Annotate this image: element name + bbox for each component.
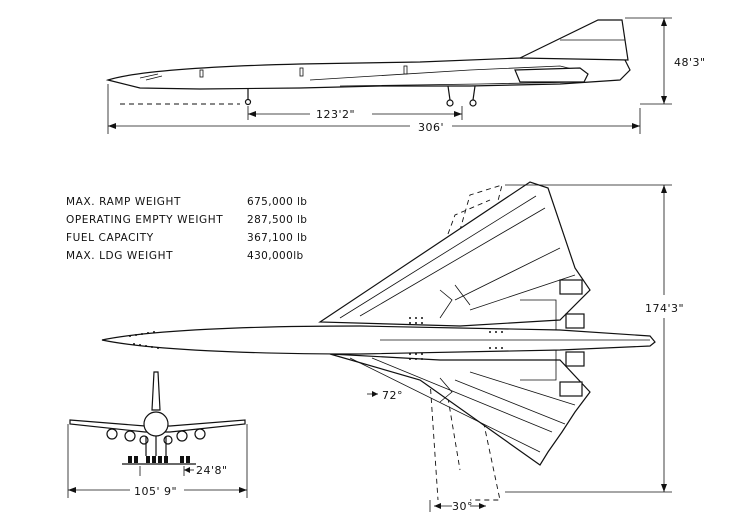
door-1 — [199, 69, 204, 78]
plan-view-fuselage — [101, 325, 656, 355]
lower-wing-panel-lines — [349, 357, 576, 453]
door-3 — [403, 65, 408, 75]
upper-wing-panel-lines — [339, 195, 576, 319]
front-view-landing-gear — [122, 436, 196, 465]
front-width-label: 105' 9" — [134, 485, 177, 498]
span-label: 174'3" — [645, 302, 684, 315]
wing-swing-lower-dashed — [429, 379, 501, 501]
front-width-dimension — [67, 424, 248, 498]
height-dimension — [625, 17, 672, 105]
spec-label-2: OPERATING EMPTY WEIGHT — [66, 214, 223, 226]
spec-label-4: MAX. LDG WEIGHT — [66, 250, 173, 262]
engine-nacelles — [520, 279, 585, 397]
track-dimension — [139, 466, 194, 476]
specs-table: MAX. RAMP WEIGHT 675,000 lb OPERATING EM… — [66, 196, 307, 262]
length-label: 306' — [418, 121, 444, 134]
side-view-fuselage — [105, 55, 631, 90]
wing-swing-lower-dashed-2 — [444, 379, 461, 471]
door-2 — [299, 67, 304, 77]
side-view-engine-pod — [514, 67, 589, 83]
plan-view: 174'3" 72° 30° — [101, 181, 684, 513]
wheelbase-dimension — [247, 106, 463, 120]
side-view: 48'3" 123'2" 306' — [105, 17, 706, 134]
spec-value-3: 367,100 lb — [247, 232, 307, 244]
spec-value-1: 675,000 lb — [247, 196, 307, 208]
span-dimension — [505, 184, 672, 493]
height-label: 48'3" — [674, 56, 706, 69]
spec-label-1: MAX. RAMP WEIGHT — [66, 196, 181, 208]
swing-angle-label: 30° — [452, 500, 473, 513]
spec-value-2: 287,500 lb — [247, 214, 307, 226]
track-label: 24'8" — [196, 464, 228, 477]
nose-window-dots — [129, 317, 503, 360]
side-view-main-gear — [446, 85, 477, 107]
sweep-angle-marker — [367, 391, 378, 397]
front-view-fuselage — [143, 411, 169, 437]
cockpit-windows — [139, 73, 163, 81]
plan-view-lower-wing — [329, 353, 591, 466]
front-view-tail-fin — [151, 371, 161, 411]
wheelbase-label: 123'2" — [316, 108, 355, 121]
side-view-nose-gear — [244, 88, 252, 106]
front-view: 24'8" 105' 9" — [67, 371, 248, 498]
spec-label-3: FUEL CAPACITY — [66, 232, 154, 244]
swing-angle-marker — [429, 500, 486, 512]
wing-swing-upper-dashed-2 — [419, 199, 491, 311]
plan-view-upper-wing — [318, 181, 591, 327]
spec-value-4: 430,000lb — [247, 250, 304, 262]
sweep-angle-label: 72° — [382, 389, 403, 402]
length-dimension — [107, 84, 641, 134]
